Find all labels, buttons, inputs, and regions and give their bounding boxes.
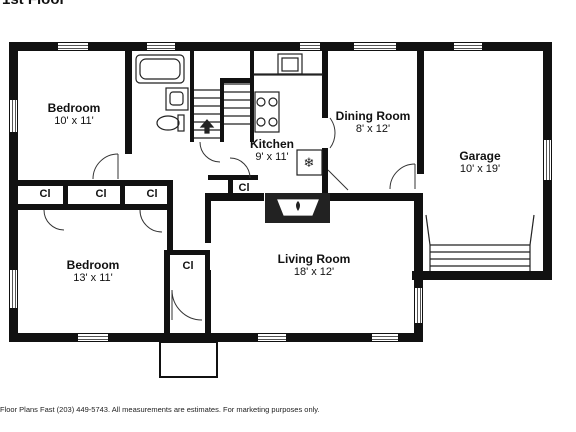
stairs-icon [194, 83, 250, 139]
stove-icon [254, 91, 280, 133]
door-swings [43, 117, 416, 321]
closet-labels: Cl Cl Cl Cl Cl [40, 182, 250, 272]
closet-label: Cl [147, 188, 158, 200]
bathroom-sink-icon [165, 87, 189, 111]
room-name-living-room: Living Room [278, 252, 351, 266]
room-name-bedroom-1: Bedroom [48, 101, 101, 115]
closet-label: Cl [40, 188, 51, 200]
windows [10, 43, 551, 341]
room-name-kitchen: Kitchen [250, 137, 294, 151]
toilet-icon [177, 114, 185, 132]
closet-label: Cl [183, 260, 194, 272]
room-size-kitchen: 9' x 11' [255, 151, 288, 163]
garage-steps-icon [425, 214, 535, 271]
room-size-garage: 10' x 19' [460, 163, 500, 175]
room-name-dining-room: Dining Room [336, 109, 411, 123]
room-size-living-room: 18' x 12' [294, 266, 334, 278]
fixtures: ❄ [135, 53, 535, 271]
fireplace-icon [265, 193, 330, 223]
room-labels: Bedroom 10' x 11' Kitchen 9' x 11' Dinin… [48, 101, 501, 284]
closet-label: Cl [239, 182, 250, 194]
room-size-bedroom-2: 13' x 11' [73, 272, 112, 284]
room-name-garage: Garage [459, 149, 501, 163]
bathtub-icon [135, 54, 185, 84]
room-size-dining-room: 8' x 12' [356, 123, 390, 135]
svg-text:❄: ❄ [304, 156, 315, 171]
room-name-bedroom-2: Bedroom [67, 258, 120, 272]
room-size-bedroom-1: 10' x 11' [54, 115, 93, 127]
footer-disclaimer: Floor Plans Fast (203) 449-5743. All mea… [0, 405, 320, 414]
floor-title: 1st Floor [2, 0, 65, 8]
refrigerator-icon [296, 149, 323, 176]
closet-label: Cl [96, 188, 107, 200]
